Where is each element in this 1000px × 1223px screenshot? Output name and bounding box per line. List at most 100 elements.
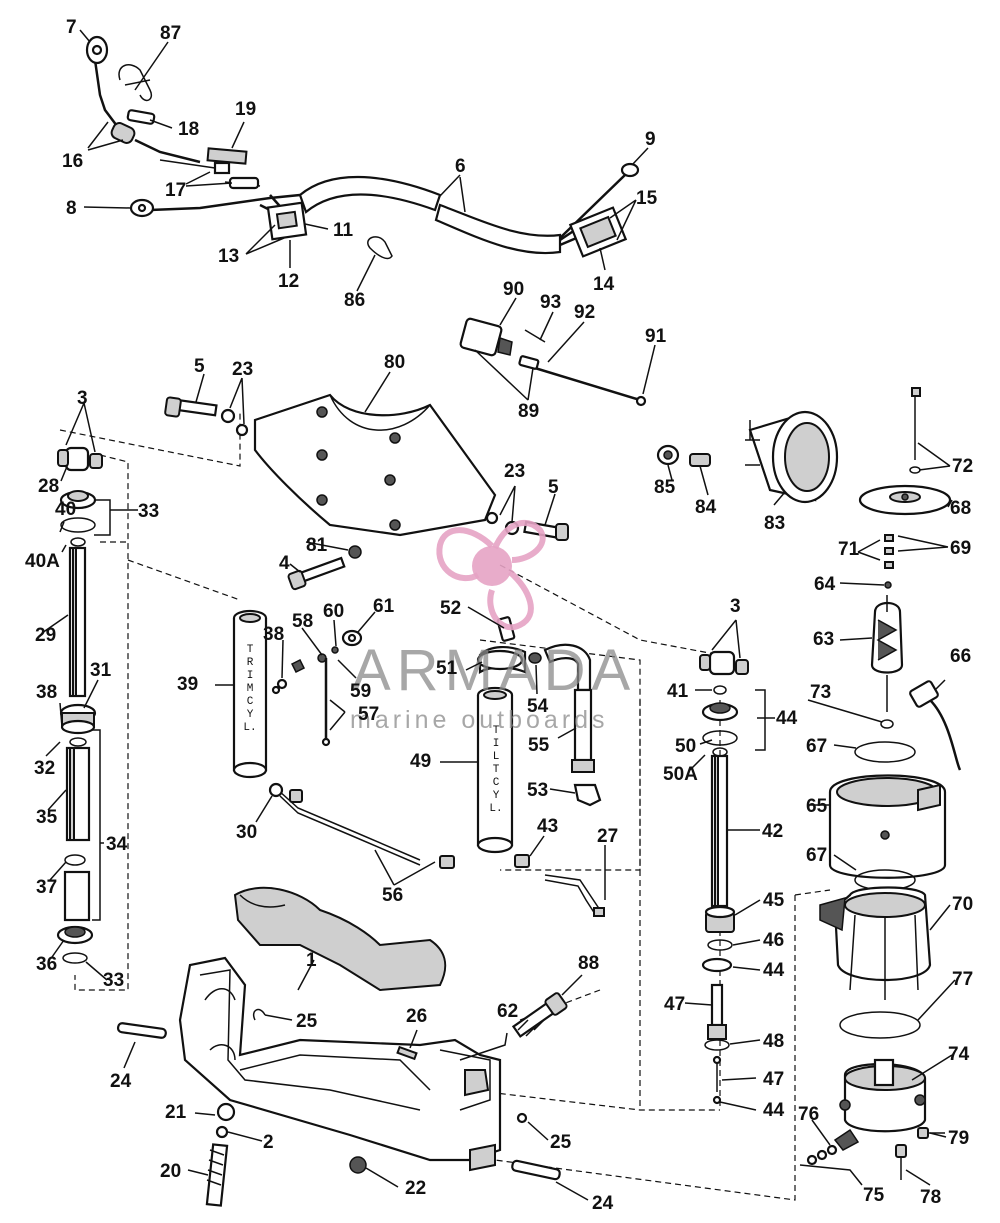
callout-28: 28 <box>38 476 59 497</box>
callout-23: 23 <box>232 359 253 380</box>
callout-11: 11 <box>333 220 354 241</box>
motor-assembly <box>656 387 962 1180</box>
callout-26: 26 <box>406 1006 427 1027</box>
callout-3: 3 <box>730 596 741 617</box>
callout-17: 17 <box>165 180 186 201</box>
callout-88: 88 <box>578 953 599 974</box>
tilt-cyl-letter: T <box>493 725 500 737</box>
callout-68: 68 <box>950 498 971 519</box>
callout-33: 33 <box>103 970 124 991</box>
callout-60: 60 <box>323 601 344 622</box>
callout-74: 74 <box>948 1044 970 1065</box>
callout-64: 64 <box>814 574 836 595</box>
callout-90: 90 <box>503 279 524 300</box>
swivel-bracket <box>116 886 568 1207</box>
callout-92: 92 <box>574 302 595 323</box>
propeller-logo <box>436 519 546 631</box>
trim-cyl-letter: M <box>247 683 254 695</box>
tilt-cyl-letter: T <box>493 764 500 776</box>
callout-46: 46 <box>763 930 784 951</box>
callout-24: 24 <box>592 1193 614 1214</box>
callout-71: 71 <box>838 539 860 560</box>
callout-8: 8 <box>66 198 77 219</box>
callout-50A: 50A <box>663 764 698 785</box>
callout-67: 67 <box>806 736 827 757</box>
callout-66: 66 <box>950 646 971 667</box>
callout-5: 5 <box>194 356 205 377</box>
callout-70: 70 <box>952 894 973 915</box>
callout-34: 34 <box>106 834 128 855</box>
callout-18: 18 <box>178 119 199 140</box>
callout-58: 58 <box>292 611 313 632</box>
callout-84: 84 <box>695 497 717 518</box>
callout-62: 62 <box>497 1001 518 1022</box>
trim-cyl-letter: Y <box>247 709 254 721</box>
tagline-text: marine outboards <box>350 706 609 734</box>
callout-38: 38 <box>263 624 284 645</box>
callout-44: 44 <box>776 708 798 729</box>
callout-20: 20 <box>160 1161 181 1182</box>
callout-81: 81 <box>306 535 328 556</box>
trim-cyl-letter: T <box>247 644 254 656</box>
trim-cyl-letter: I <box>247 670 254 682</box>
callout-86: 86 <box>344 290 365 311</box>
callout-38: 38 <box>36 682 57 703</box>
armada-watermark: ARMADA marine outboards <box>350 519 636 734</box>
callout-40: 40 <box>55 499 76 520</box>
tilt-cyl-letter: L <box>493 751 500 763</box>
tilt-cyl-letter: Y <box>493 790 500 802</box>
callout-77: 77 <box>952 969 973 990</box>
callout-6: 6 <box>455 156 466 177</box>
callout-24: 24 <box>110 1071 132 1092</box>
callout-54: 54 <box>527 696 549 717</box>
callout-27: 27 <box>597 826 618 847</box>
callout-67: 67 <box>806 845 827 866</box>
callout-85: 85 <box>654 477 676 498</box>
callout-25: 25 <box>550 1132 572 1153</box>
callout-9: 9 <box>645 129 656 150</box>
callout-51: 51 <box>436 658 458 679</box>
callout-59: 59 <box>350 681 371 702</box>
callout-29: 29 <box>35 625 56 646</box>
trim-cyl-letter: C <box>247 696 254 708</box>
bracket-80 <box>164 393 569 591</box>
callout-19: 19 <box>235 99 256 120</box>
callout-42: 42 <box>762 821 783 842</box>
callout-80: 80 <box>384 352 405 373</box>
callout-37: 37 <box>36 877 57 898</box>
callout-91: 91 <box>645 326 667 347</box>
callout-1: 1 <box>306 950 317 971</box>
trim-cyl-letter: L. <box>243 722 256 734</box>
callout-44: 44 <box>763 1100 785 1121</box>
callout-21: 21 <box>165 1102 187 1123</box>
callout-48: 48 <box>763 1031 784 1052</box>
callout-2: 2 <box>263 1132 274 1153</box>
brand-text: ARMADA <box>352 638 636 703</box>
tilt-cylinder <box>476 616 605 917</box>
callout-5: 5 <box>548 477 559 498</box>
callout-14: 14 <box>593 274 615 295</box>
callout-61: 61 <box>373 596 395 617</box>
leader-lines <box>41 29 956 1201</box>
callout-87: 87 <box>160 23 181 44</box>
callout-73: 73 <box>810 682 831 703</box>
callout-83: 83 <box>764 513 785 534</box>
callout-3: 3 <box>77 388 88 409</box>
tilt-cyl-letter: I <box>493 738 500 750</box>
trim-cyl-letter: R <box>247 657 254 669</box>
trim-cylinder <box>232 609 455 869</box>
callout-25: 25 <box>296 1011 318 1032</box>
callout-79: 79 <box>948 1128 969 1149</box>
callout-50: 50 <box>675 736 696 757</box>
callout-44: 44 <box>763 960 785 981</box>
callout-15: 15 <box>636 188 658 209</box>
callout-39: 39 <box>177 674 198 695</box>
callout-33: 33 <box>138 501 159 522</box>
callout-4: 4 <box>279 553 290 574</box>
callout-78: 78 <box>920 1187 941 1208</box>
callout-7: 7 <box>66 17 77 38</box>
callout-89: 89 <box>518 401 539 422</box>
